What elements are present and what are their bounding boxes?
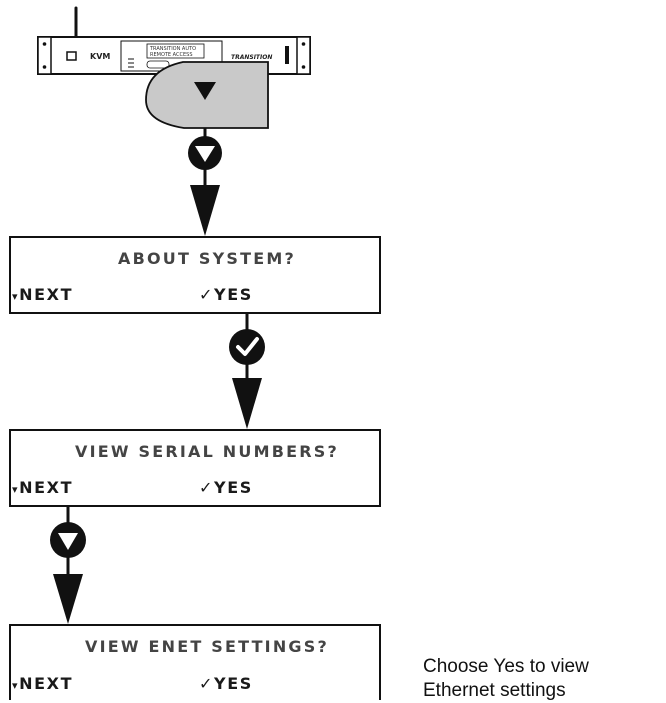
screen-title: VIEW SERIAL NUMBERS?	[75, 442, 339, 461]
device-brand: TRANSITION	[231, 54, 272, 61]
next-option: ▾NEXT	[12, 674, 73, 693]
arrowhead-icon	[53, 574, 83, 624]
small-display-line2: REMOTE ACCESS	[150, 52, 193, 58]
yes-label: YES	[213, 478, 253, 497]
rack-screw	[42, 42, 47, 46]
connector-next-2	[50, 506, 86, 624]
connector-yes-1	[229, 313, 265, 429]
screen-title: ABOUT SYSTEM?	[118, 249, 296, 268]
front-port-icon	[66, 51, 77, 61]
yes-label: YES	[213, 285, 253, 304]
yes-option: ✓YES	[199, 674, 253, 693]
rack-screw	[42, 65, 47, 69]
next-option: ▾NEXT	[12, 285, 73, 304]
small-down-arrow-icon: ▾	[12, 679, 19, 692]
check-icon: ✓	[199, 674, 214, 693]
arrowhead-icon	[190, 185, 220, 236]
check-icon: ✓	[199, 478, 214, 497]
connector-next-1	[188, 128, 222, 236]
small-display-line1: TRANSITION AUTO	[149, 46, 196, 52]
small-down-arrow-icon: ▾	[12, 290, 19, 303]
lcd-screen: VIEW SERIAL NUMBERS? ▾NEXT ✓YES	[9, 429, 381, 507]
next-label: NEXT	[19, 478, 73, 497]
caption-line-1: Choose Yes to view	[423, 656, 589, 677]
panel-button	[146, 60, 170, 69]
lcd-frame	[9, 236, 381, 314]
down-arrow-icon	[58, 533, 78, 550]
yes-label: YES	[213, 674, 253, 693]
next-label: NEXT	[19, 674, 73, 693]
keypad	[145, 61, 269, 129]
screen-title: VIEW ENET SETTINGS?	[85, 637, 329, 656]
next-option: ▾NEXT	[12, 478, 73, 497]
yes-option: ✓YES	[199, 478, 253, 497]
device-small-display	[146, 43, 205, 59]
lcd-frame	[9, 624, 381, 700]
left-rack-ear	[37, 36, 52, 75]
check-icon: ✓	[199, 285, 214, 304]
right-rack-ear	[296, 36, 311, 75]
caption: Choose Yes to view Ethernet settings	[423, 655, 589, 703]
check-button-icon	[229, 329, 265, 365]
device-logo: KVM	[90, 52, 110, 61]
next-label: NEXT	[19, 285, 73, 304]
down-arrow-icon	[194, 82, 216, 100]
lcd-screen: VIEW ENET SETTINGS? ▾NEXT ✓YES	[9, 624, 381, 700]
caption-line-2: Ethernet settings	[423, 680, 566, 701]
lcd-screen: ABOUT SYSTEM? ▾NEXT ✓YES	[9, 236, 381, 314]
arrowhead-icon	[232, 378, 262, 429]
check-icon	[236, 337, 259, 356]
down-arrow-icon	[195, 146, 215, 162]
yes-option: ✓YES	[199, 285, 253, 304]
lcd-frame	[9, 429, 381, 507]
rack-screw	[301, 42, 306, 46]
rack-screw	[301, 65, 306, 69]
small-down-arrow-icon: ▾	[12, 483, 19, 496]
indicator-light	[285, 46, 289, 64]
